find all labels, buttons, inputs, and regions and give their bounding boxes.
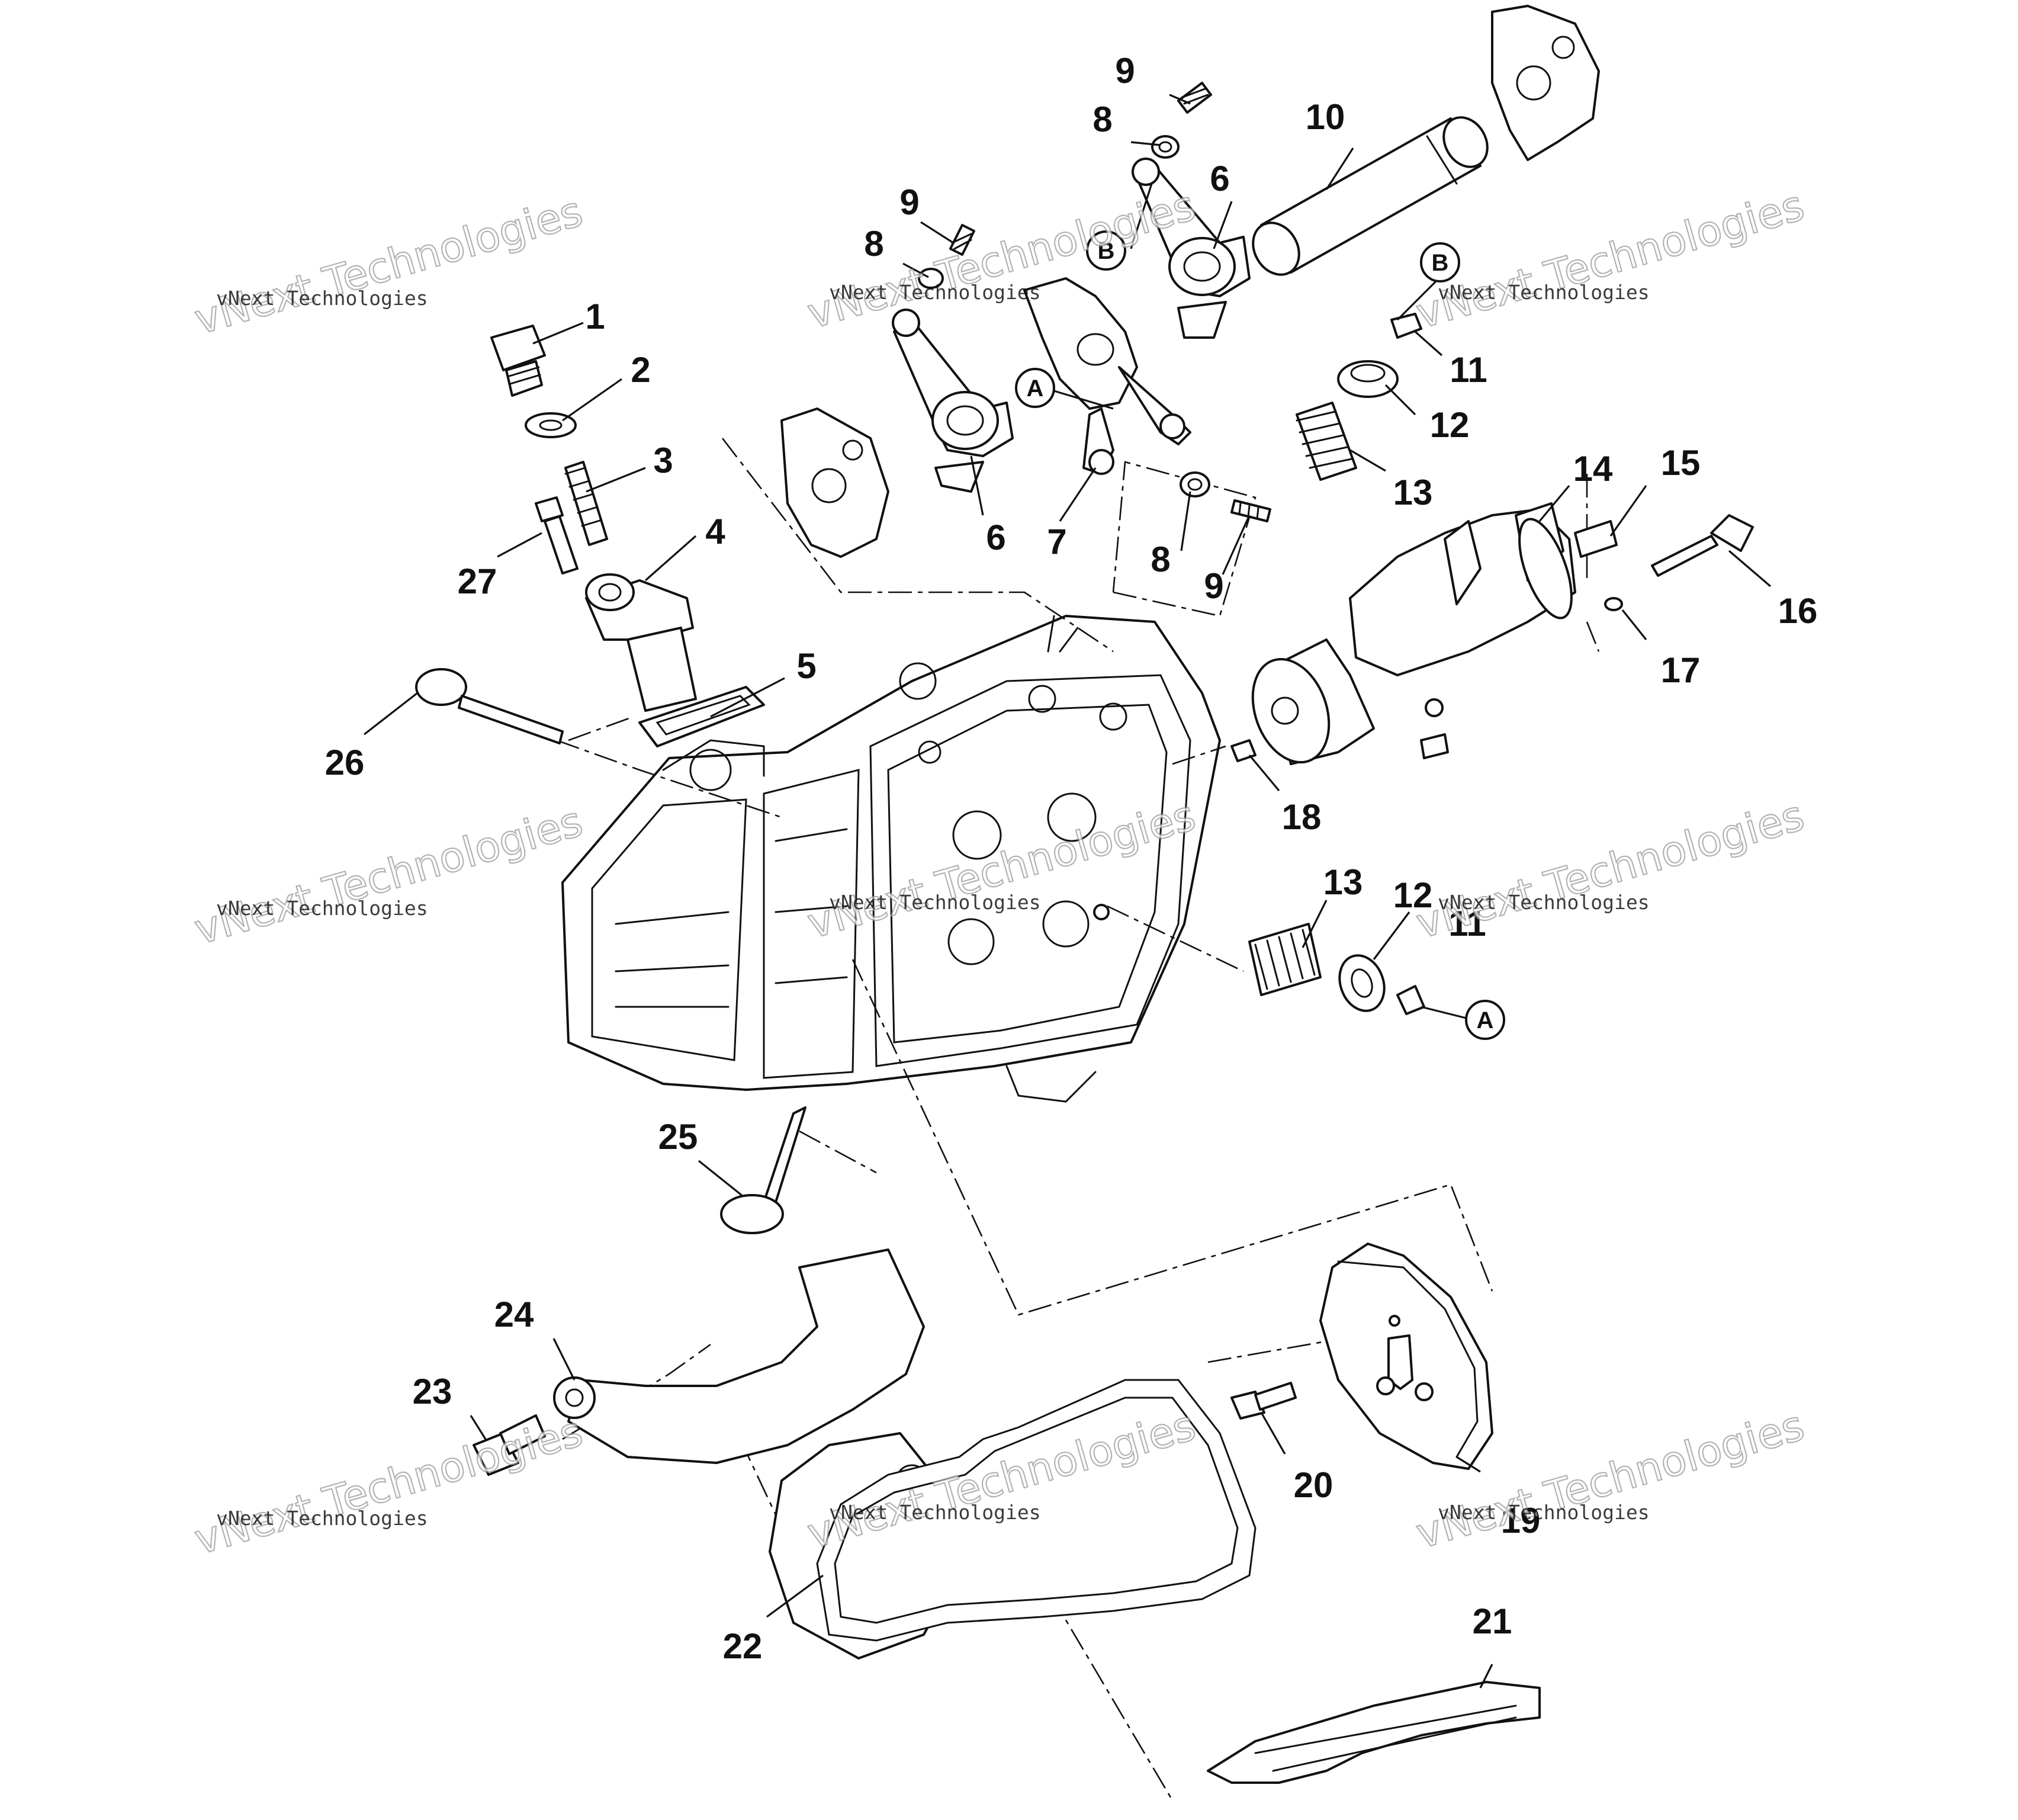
callout-15: 15 bbox=[1661, 443, 1701, 483]
callout-4: 4 bbox=[705, 512, 725, 551]
callout-9-mid: 9 bbox=[899, 182, 919, 222]
callout-11-upper: 11 bbox=[1450, 350, 1487, 390]
cam-sprocket bbox=[1319, 1243, 1493, 1470]
callout-6-upper: 6 bbox=[1210, 159, 1229, 198]
ref-marker-b-left: B bbox=[1098, 238, 1115, 264]
timing-chain bbox=[816, 1379, 1257, 1642]
watermark-big-7: vNext Technologies bbox=[189, 1407, 588, 1564]
callout-9-top: 9 bbox=[1115, 51, 1135, 91]
callout-6-lower: 6 bbox=[986, 518, 1005, 557]
rocker-arm-center bbox=[1023, 277, 1191, 475]
watermark-small-3: vNext Technologies bbox=[1438, 281, 1650, 304]
cylinder-head bbox=[561, 615, 1221, 1103]
ref-marker-a-lower: A bbox=[1477, 1007, 1494, 1033]
callout-8-mid: 8 bbox=[864, 224, 883, 264]
watermark-big-1: vNext Technologies bbox=[189, 187, 588, 344]
callout-27: 27 bbox=[458, 561, 497, 601]
intake-valve bbox=[720, 1106, 806, 1234]
watermark-small-2: vNext Technologies bbox=[829, 281, 1041, 304]
callout-3: 3 bbox=[653, 441, 673, 480]
reference-markers: A A B B bbox=[1015, 230, 1505, 1040]
watermark-small-4: vNext Technologies bbox=[216, 897, 428, 920]
callout-22: 22 bbox=[723, 1626, 763, 1666]
callout-20: 20 bbox=[1294, 1465, 1333, 1505]
callout-5: 5 bbox=[796, 646, 816, 686]
cam-bracket-left bbox=[780, 407, 889, 558]
watermark-small-9: vNext Technologies bbox=[1438, 1501, 1650, 1524]
rocker-arm-left bbox=[892, 309, 1014, 493]
callout-10: 10 bbox=[1306, 97, 1345, 137]
callout-17: 17 bbox=[1661, 650, 1701, 690]
callout-2: 2 bbox=[631, 350, 650, 390]
callout-24: 24 bbox=[494, 1295, 534, 1334]
watermark-small-5: vNext Technologies bbox=[829, 891, 1041, 914]
sprocket-bolt bbox=[1230, 1382, 1297, 1420]
callout-25: 25 bbox=[658, 1117, 698, 1157]
watermark-small-1: vNext Technologies bbox=[216, 287, 428, 310]
rocker-shaft bbox=[1252, 116, 1489, 276]
chain-tensioner bbox=[585, 573, 697, 712]
callout-13-upper: 13 bbox=[1393, 473, 1433, 512]
watermark-big-6: vNext Technologies bbox=[1411, 791, 1810, 948]
callout-19: 19 bbox=[1501, 1501, 1541, 1540]
callout-26: 26 bbox=[325, 743, 365, 782]
rocker-arm-upper-right bbox=[1132, 158, 1251, 339]
chain-guide bbox=[553, 1248, 925, 1464]
callout-16: 16 bbox=[1778, 591, 1818, 631]
callout-12-upper: 12 bbox=[1430, 405, 1470, 445]
cam-bracket-top-right bbox=[1491, 5, 1600, 161]
adjuster-screws-and-nuts bbox=[918, 82, 1271, 522]
leader-lines bbox=[364, 94, 1772, 1689]
exhaust-valve bbox=[415, 668, 564, 744]
tensioner-gasket bbox=[638, 686, 765, 747]
tensioner-bolt bbox=[535, 496, 579, 574]
valve-springs-lower bbox=[1248, 923, 1425, 1015]
watermark-big-4: vNext Technologies bbox=[189, 797, 588, 954]
camshaft bbox=[1251, 502, 1618, 765]
decompressor-lever bbox=[1604, 514, 1754, 611]
chain-slipper bbox=[1207, 1681, 1541, 1784]
watermarks: vNext Technologies vNext Technologies vN… bbox=[189, 180, 1810, 1564]
watermark-big-3: vNext Technologies bbox=[1411, 181, 1810, 338]
watermark-small-7: vNext Technologies bbox=[216, 1507, 428, 1530]
callout-11-lower: 11 bbox=[1448, 904, 1486, 943]
watermark-big-2: vNext Technologies bbox=[802, 181, 1201, 338]
callout-9-bottom: 9 bbox=[1204, 566, 1223, 606]
plug-bolt bbox=[490, 325, 546, 397]
callout-14: 14 bbox=[1573, 449, 1613, 489]
callout-1: 1 bbox=[585, 297, 605, 336]
ref-marker-b-right: B bbox=[1432, 250, 1449, 276]
callout-7: 7 bbox=[1047, 522, 1066, 561]
watermark-small-6: vNext Technologies bbox=[1438, 891, 1650, 914]
callout-21: 21 bbox=[1473, 1601, 1512, 1641]
valve-springs-upper bbox=[1296, 313, 1422, 481]
callout-8-bottom: 8 bbox=[1151, 540, 1170, 579]
callout-18: 18 bbox=[1282, 797, 1322, 837]
callout-labels: 1 2 3 4 5 6 6 7 8 8 8 9 9 9 10 11 11 12 … bbox=[325, 51, 1818, 1666]
callout-13-lower: 13 bbox=[1323, 862, 1363, 902]
callout-8-top: 8 bbox=[1092, 99, 1112, 139]
callout-23: 23 bbox=[413, 1372, 452, 1411]
watermark-small-8: vNext Technologies bbox=[829, 1501, 1041, 1524]
ref-marker-a-upper: A bbox=[1027, 375, 1044, 402]
callout-12-lower: 12 bbox=[1393, 875, 1433, 915]
tensioner-spring bbox=[564, 461, 608, 546]
guide-bolt bbox=[473, 1414, 546, 1476]
